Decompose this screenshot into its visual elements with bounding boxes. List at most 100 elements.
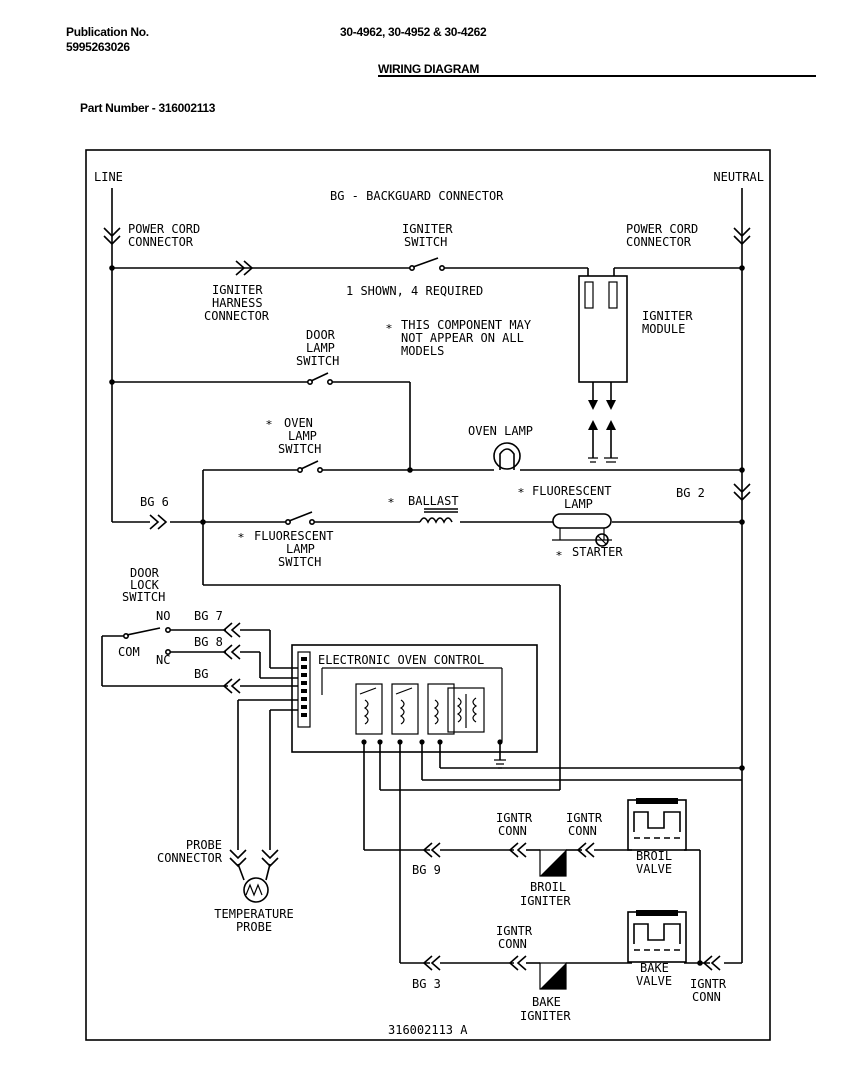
bake-valve — [627, 910, 687, 963]
temperature-probe — [243, 877, 269, 903]
publication-label: Publication No. — [66, 25, 149, 39]
bake-igniter-label: BAKE — [532, 995, 561, 1009]
bg8-connector — [222, 644, 241, 660]
ballast-label: BALLAST — [408, 494, 459, 508]
note-line-1: THIS COMPONENT MAY — [401, 318, 532, 332]
broil-igniter — [539, 849, 567, 877]
bg3-label: BG 3 — [412, 977, 441, 991]
bg6-label: BG 6 — [140, 495, 169, 509]
junction-dots — [109, 265, 745, 966]
bg-label: BG — [194, 667, 208, 681]
electronic-oven-control — [291, 644, 538, 769]
bg9-label: BG 9 — [412, 863, 441, 877]
igniter-module-label: IGNITER — [642, 309, 693, 323]
note-line-2: NOT APPEAR ON ALL — [401, 331, 524, 345]
fluorescent-lamp — [552, 513, 612, 547]
igniter-switch-label: IGNITER — [402, 222, 453, 236]
fluorescent-lamp-label-2: LAMP — [564, 497, 593, 511]
igntr-conn-1-label: IGNTR — [496, 811, 533, 825]
title-rule — [378, 75, 816, 77]
door-lock-switch-label: DOOR — [130, 566, 160, 580]
fluorescent-switch-asterisk: ⁎ — [238, 527, 244, 541]
page-title: WIRING DIAGRAM — [378, 62, 480, 76]
bg-connector — [222, 678, 241, 694]
fluorescent-switch-label-2: LAMP — [286, 542, 315, 556]
igntr-conn-3-label: IGNTR — [496, 924, 533, 938]
igntr-conn-3-label-2: CONN — [498, 937, 527, 951]
igntr-conn-4-label: IGNTR — [690, 977, 727, 991]
bg7-label: BG 7 — [194, 609, 223, 623]
power-cord-right-label-2: CONNECTOR — [626, 235, 692, 249]
igniter-harness-label-3: CONNECTOR — [204, 309, 270, 323]
labels: LINE NEUTRAL BG - BACKGUARD CONNECTOR PO… — [94, 170, 764, 1037]
door-lamp-switch-label: DOOR — [306, 328, 336, 342]
eoc-label: ELECTRONIC OVEN CONTROL — [318, 653, 484, 667]
shown-required-label: 1 SHOWN, 4 REQUIRED — [346, 284, 483, 298]
ballast-asterisk: ⁎ — [388, 492, 394, 506]
igniter-switch — [408, 257, 445, 271]
bg2-connector — [733, 483, 751, 502]
broil-igniter-label-2: IGNITER — [520, 894, 571, 908]
broil-valve-label-2: VALVE — [636, 862, 672, 876]
bake-igniter-label-2: IGNITER — [520, 1009, 571, 1023]
igniter-harness-label-2: HARNESS — [212, 296, 263, 310]
igniter-module-label-2: MODULE — [642, 322, 685, 336]
bake-valve-label: BAKE — [640, 961, 669, 975]
oven-lamp-label: OVEN LAMP — [468, 424, 533, 438]
igniter-harness-connector — [235, 260, 254, 276]
power-cord-left-label: POWER CORD — [128, 222, 200, 236]
igntr-conn-bottom — [702, 955, 721, 971]
igniter-module — [578, 275, 628, 463]
bake-valve-label-2: VALVE — [636, 974, 672, 988]
switches — [123, 257, 445, 655]
note-line-3: MODELS — [401, 344, 444, 358]
bg2-label: BG 2 — [676, 486, 705, 500]
door-lock-switch-label-3: SWITCH — [122, 590, 165, 604]
oven-lamp-switch-label: OVEN — [284, 416, 313, 430]
igntr-conn-broil-left — [508, 842, 527, 858]
probe-connector-right — [261, 849, 279, 868]
broil-igniter-label: BROIL — [530, 880, 566, 894]
door-lamp-switch-label-3: SWITCH — [296, 354, 339, 368]
fluorescent-switch-label-3: SWITCH — [278, 555, 321, 569]
igniter-harness-label: IGNITER — [212, 283, 263, 297]
probe-connector-left — [229, 849, 247, 868]
diagram-border — [85, 149, 771, 1041]
igntr-conn-2-label: IGNTR — [566, 811, 603, 825]
starter-label: STARTER — [572, 545, 623, 559]
temperature-probe-label-2: PROBE — [236, 920, 272, 934]
probe-connector-label-2: CONNECTOR — [157, 851, 223, 865]
broil-valve-label: BROIL — [636, 849, 672, 863]
oven-lamp — [493, 442, 521, 470]
neutral-label: NEUTRAL — [713, 170, 764, 184]
door-lock-switch-label-2: LOCK — [130, 578, 160, 592]
bg9-connector — [422, 842, 441, 858]
igntr-conn-1-label-2: CONN — [498, 824, 527, 838]
bg3-connector — [422, 955, 441, 971]
door-lock-switch — [123, 626, 172, 655]
oven-lamp-switch-label-2: LAMP — [288, 429, 317, 443]
asterisk-markers: ⁎ ⁎ ⁎ ⁎ ⁎ ⁎ — [238, 318, 562, 559]
door-lamp-switch — [306, 372, 333, 385]
connectors — [103, 227, 751, 971]
bg6-connector — [149, 514, 168, 530]
bake-igniter — [539, 962, 567, 990]
ballast — [419, 508, 458, 524]
fluorescent-lamp-label: FLUORESCENT — [532, 484, 611, 498]
note-asterisk: ⁎ — [386, 318, 392, 332]
no-label: NO — [156, 609, 170, 623]
power-cord-connector-right — [733, 227, 751, 246]
power-cord-connector-left — [103, 227, 121, 246]
com-label: COM — [118, 645, 140, 659]
bg7-connector — [222, 622, 241, 638]
oven-lamp-switch-asterisk: ⁎ — [266, 414, 272, 428]
starter-asterisk: ⁎ — [556, 545, 562, 559]
power-cord-left-label-2: CONNECTOR — [128, 235, 194, 249]
igntr-conn-4-label-2: CONN — [692, 990, 721, 1004]
nc-label: NC — [156, 653, 170, 667]
publication-number: 5995263026 — [66, 40, 130, 54]
model-numbers: 30-4962, 30-4952 & 30-4262 — [340, 25, 487, 39]
fluorescent-lamp-switch — [284, 511, 315, 525]
igntr-conn-broil-right — [576, 842, 595, 858]
